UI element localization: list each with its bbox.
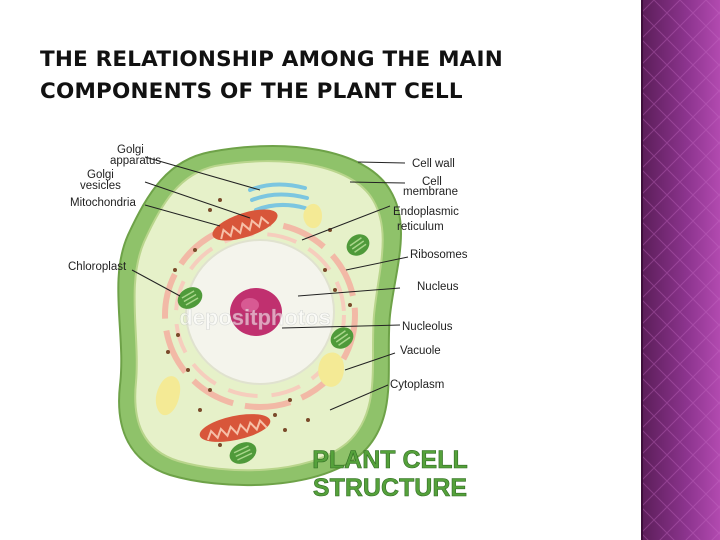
caption-line-1: PLANT CELL	[312, 446, 468, 474]
label-cell-membrane-line2: membrane	[403, 186, 458, 198]
nucleolus-highlight	[241, 298, 259, 312]
chloroplast-bottom	[229, 442, 257, 464]
label-golgi-vesicles-line1: Golgi	[87, 169, 114, 181]
label-cell-wall: Cell wall	[412, 158, 455, 170]
nucleolus	[230, 288, 282, 336]
label-mitochondria: Mitochondria	[70, 197, 136, 209]
label-golgi-vesicles-line2: vesicles	[80, 180, 121, 192]
label-golgi-apparatus-line1: Golgi	[117, 144, 144, 156]
label-ribosomes: Ribosomes	[410, 249, 468, 261]
slide-title: THE RELATIONSHIP AMONG THE MAIN COMPONEN…	[40, 44, 620, 108]
label-er-line2: reticulum	[397, 221, 444, 233]
mitochondria-top	[212, 209, 278, 241]
caption-line-2: STRUCTURE	[313, 474, 467, 502]
label-golgi-apparatus-line2: apparatus	[110, 155, 161, 167]
plant-cell-diagram: depositphotos Golgi apparatus Golgi vesi…	[68, 144, 468, 502]
chloroplast-right-mid	[330, 327, 354, 349]
chloroplast-left	[177, 287, 203, 309]
label-cytoplasm: Cytoplasm	[390, 379, 444, 391]
title-line-1: THE RELATIONSHIP AMONG THE MAIN	[40, 47, 503, 72]
er-inner-ring	[174, 232, 346, 398]
label-chloroplast: Chloroplast	[68, 261, 127, 273]
vacuole-right	[318, 352, 344, 387]
mitochondria-bottom	[199, 414, 271, 442]
label-nucleolus: Nucleolus	[402, 321, 453, 333]
chloroplast-right-top	[346, 234, 370, 256]
label-nucleus: Nucleus	[417, 281, 459, 293]
label-er-line1: Endoplasmic	[393, 206, 459, 218]
vacuole-top	[303, 203, 322, 229]
title-line-2: COMPONENTS OF THE PLANT CELL	[40, 79, 463, 104]
ribosomes	[166, 198, 352, 447]
label-vacuole: Vacuole	[400, 345, 441, 357]
vacuole-left	[155, 376, 181, 416]
leader-lines	[131, 156, 409, 411]
decorative-sidebar	[641, 0, 720, 540]
label-cell-membrane-line1: Cell	[422, 176, 442, 188]
watermark: depositphotos	[179, 305, 331, 330]
